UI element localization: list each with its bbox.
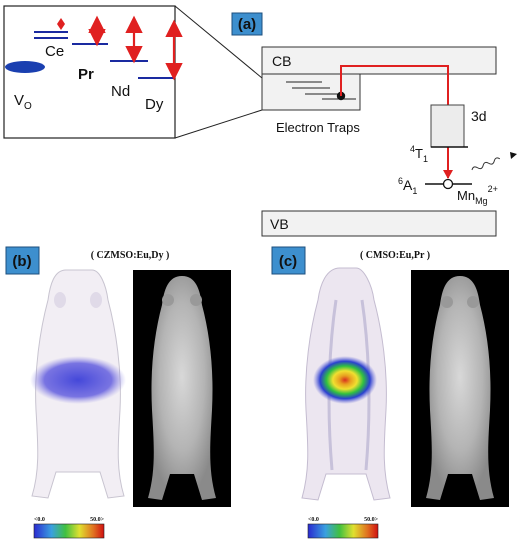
- panel-a-label: (a): [238, 16, 256, 33]
- vo-level-blob: [5, 61, 45, 73]
- t1-label: 4T1: [410, 144, 428, 164]
- mouse-luminescence-image-b: [30, 269, 126, 499]
- electron-traps-label: Electron Traps: [276, 120, 360, 135]
- left-sample-title: ( CZMSO:Eu,Dy ): [91, 250, 170, 261]
- transfer-arrowhead: [443, 170, 453, 179]
- pr-label: Pr: [78, 66, 94, 83]
- luminescence-spot-b: [30, 356, 126, 404]
- hole-state: [442, 178, 454, 190]
- mn-ion-label: MnMg2+: [457, 184, 498, 206]
- colorbar-left-min: <0.0: [34, 517, 45, 523]
- colorbar-left-max: 50.0>: [90, 517, 105, 523]
- a1-label: 6A1: [398, 176, 417, 196]
- panel-b-label: (b): [12, 253, 31, 270]
- three-d-label: 3d: [471, 108, 487, 124]
- ce-label: Ce: [45, 43, 64, 60]
- panel-b: ( CZMSO:Eu,Dy ) (b): [5, 246, 231, 507]
- vo-label: VO: [14, 92, 32, 112]
- colorbar-right-ramp: [307, 523, 379, 539]
- colorbar-right: <0.0 50.0>: [307, 517, 379, 539]
- nd-label: Nd: [111, 83, 130, 100]
- panel-b-badge: [5, 246, 40, 275]
- luminescence-spot-c: [313, 356, 377, 404]
- conduction-band: [261, 46, 497, 75]
- energy-diagram: VO Ce Pr Nd Dy (a) CB Electron Traps 3d …: [3, 5, 517, 237]
- valence-band: [261, 210, 497, 237]
- trap-region: [261, 73, 361, 111]
- emission-wave-icon: [471, 157, 501, 171]
- cb-label: CB: [272, 53, 291, 69]
- mouse-photo-b: [148, 276, 216, 500]
- panel-a-badge: [231, 12, 263, 36]
- dy-label: Dy: [145, 96, 164, 113]
- panel-c-label: (c): [279, 253, 297, 270]
- emission-arrowhead: [510, 152, 517, 159]
- vb-label: VB: [270, 216, 289, 232]
- colorbar-left: <0.0 50.0>: [33, 517, 105, 539]
- ce-depth-marker: [57, 18, 65, 30]
- colorbar-right-min: <0.0: [308, 517, 319, 523]
- panel-c-badge: [271, 246, 306, 275]
- mouse-photo-c: [426, 276, 494, 500]
- mn-3d-box: [430, 104, 465, 148]
- colorbar-left-ramp: [33, 523, 105, 539]
- colorbar-right-max: 50.0>: [364, 517, 379, 523]
- right-sample-title: ( CMSO:Eu,Pr ): [360, 250, 430, 261]
- panel-c: ( CMSO:Eu,Pr ) (c): [271, 246, 509, 507]
- zoom-line-top: [174, 5, 263, 79]
- mouse-luminescence-image-c: [301, 267, 391, 501]
- zoom-line-bottom: [174, 109, 263, 139]
